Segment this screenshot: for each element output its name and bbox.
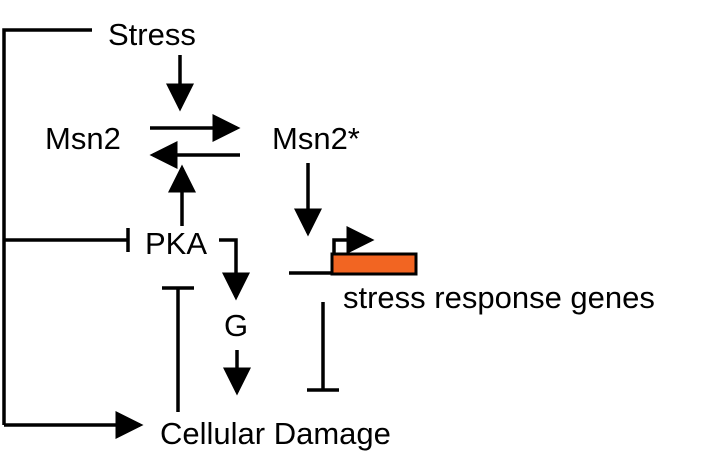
msn2-label: Msn2	[45, 121, 121, 156]
gene-box	[330, 252, 418, 276]
pka-to-g-arrow	[219, 238, 250, 301]
pka-label: PKA	[145, 226, 208, 261]
damage-label: Cellular Damage	[160, 416, 391, 451]
stress-loop-line	[2, 28, 92, 425]
g-label: G	[224, 308, 249, 343]
msn2-active-label: Msn2*	[272, 121, 360, 156]
stress-label: Stress	[108, 17, 196, 52]
genes-label: stress response genes	[343, 280, 655, 315]
